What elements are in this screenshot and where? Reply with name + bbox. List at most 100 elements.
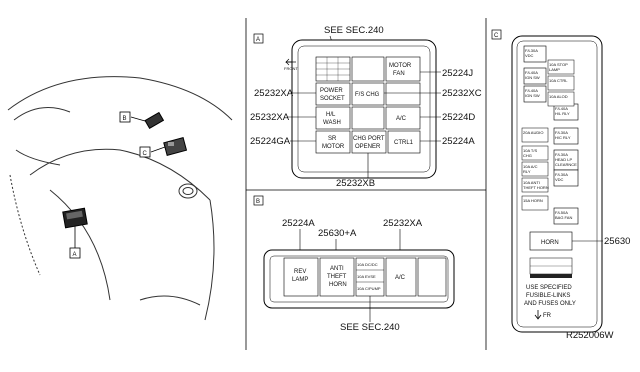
fusible-link-label: F/L50A: [555, 210, 568, 215]
fusible-link-label: H/L RLY: [555, 111, 570, 116]
relay-rev-lamp-l2: LAMP: [292, 277, 308, 283]
fog-lamp-inner: [182, 187, 194, 195]
relay-ac-b-l1: A/C: [395, 275, 406, 281]
fuse-cpump: 10A C/PUMP: [357, 286, 381, 291]
small-fuse: [547, 75, 575, 91]
small-fuse-label: 10A A/C: [523, 164, 538, 169]
fusible-link-label: HEAD LP: [555, 157, 572, 162]
wheel-arch: [9, 174, 41, 276]
fuse-puller: [530, 274, 572, 278]
fusible-link: [523, 67, 547, 85]
lower-line: [139, 295, 201, 306]
relay-anti-theft-l1: ANTI: [330, 266, 344, 272]
small-fuse: [521, 127, 549, 143]
relay-ctrl1-l1: CTRL1: [394, 140, 414, 146]
panel-a: A SEE SEC.240 FRONT MOTOR FAN POWER SOCK…: [250, 25, 482, 189]
fuse-block-b: [355, 257, 385, 297]
notice-l2: FUSIBLE-LINKS: [526, 293, 570, 299]
relay-hl-wash-l2: WASH: [323, 120, 341, 126]
fr-label: FR: [543, 313, 552, 319]
relay-hl-wash: [315, 106, 351, 130]
bumper-line: [29, 148, 211, 201]
notice-l1: USE SPECIFIED: [526, 285, 572, 291]
relay-anti-theft-l3: HORN: [329, 282, 347, 288]
fusible-link-label: H/C RLY: [555, 135, 571, 140]
callout-c: C: [139, 146, 151, 158]
hood-outline: [7, 76, 233, 121]
part-b-25630a: 25630+A: [318, 228, 357, 239]
relay-chg-port-l2: OPENER: [355, 144, 381, 150]
part-25232xc: 25232XC: [442, 88, 482, 99]
inner-line: [15, 149, 61, 166]
relay-sr-motor: [315, 130, 351, 154]
relay-blank-mid: [385, 82, 421, 106]
fusible-link: [523, 85, 547, 103]
fusible-link: [553, 207, 579, 225]
notice-l3: AND FUSES ONLY: [524, 301, 576, 307]
see-sec-top: SEE SEC.240: [324, 25, 384, 36]
fusible-link-label: BAG FAN: [555, 215, 572, 220]
panel-c-letter: C: [494, 33, 499, 39]
relay-power-socket: [315, 82, 351, 106]
panel-b-letter: B: [256, 199, 260, 205]
callout-b: B: [119, 111, 131, 123]
small-fuse-label: 20A AUDIO: [523, 130, 543, 135]
diagram-code: R252006W: [566, 330, 614, 341]
fusible-link: [523, 45, 547, 63]
fusible-link-label: F/L30A: [555, 172, 568, 177]
relay-rev-lamp: [283, 257, 319, 297]
small-fuse: [521, 177, 549, 193]
callout-b-label: B: [123, 116, 127, 122]
part-25630: 25630: [604, 236, 630, 247]
small-fuse: [547, 59, 575, 75]
relay-power-socket-l2: SOCKET: [320, 96, 345, 102]
fusible-link-label: F/L30A: [555, 130, 568, 135]
fusible-link-label: F/L40A: [555, 106, 568, 111]
fuse-dcdc: 10A DC/DC: [357, 262, 378, 267]
relay-sr-motor-l2: MOTOR: [322, 144, 345, 150]
small-fuse: [547, 91, 575, 107]
panel-b-letter-box: [253, 195, 264, 206]
fusible-link-label: IGN SW: [525, 75, 540, 80]
part-b-25224a: 25224A: [282, 218, 315, 229]
relay-power-socket-l1: POWER: [320, 88, 343, 94]
callout-a: A: [69, 247, 81, 259]
relay-chg-port-l1: CHG PORT: [353, 136, 385, 142]
relay-chg-port-opener: [351, 130, 387, 154]
panel-a-letter: A: [256, 37, 260, 43]
horn-relay-label: HORN: [541, 240, 559, 246]
part-b-25232xa: 25232XA: [383, 218, 423, 229]
overview-block-b: [130, 111, 165, 130]
fuse-evse: 10A EVSE: [357, 274, 376, 279]
small-fuse-label: LAMP: [549, 67, 560, 72]
overview-block-a: [62, 207, 88, 248]
fusible-link-label: F/L30A: [525, 48, 538, 53]
panel-c-letter-box: [491, 29, 502, 40]
fusible-link-label: F/L40A: [525, 88, 538, 93]
overview-block-c: [150, 137, 188, 156]
fusible-link-label: VDC: [525, 53, 534, 58]
part-25224d: 25224D: [442, 112, 475, 123]
part-25232xb: 25232XB: [336, 178, 375, 189]
panel-b: B 25224A 25630+A 25232XA REV LAMP ANTI T…: [253, 195, 455, 333]
small-fuse: [521, 161, 549, 177]
vehicle-overview: [7, 76, 233, 321]
relay-hl-wash-l1: H/L: [326, 112, 336, 118]
see-sec-bottom: SEE SEC.240: [340, 322, 400, 333]
fog-lamp: [178, 183, 198, 199]
fusible-link: [553, 169, 579, 187]
fusible-link-label: CLEARNCE: [555, 162, 577, 167]
fender-line: [13, 107, 71, 121]
part-25224j: 25224J: [442, 68, 473, 79]
relay-ac-l1: A/C: [396, 116, 407, 122]
small-fuse-label: 10A ANTI: [523, 180, 540, 185]
relay-blank-top: [351, 56, 385, 82]
front-edge-left: [49, 189, 111, 301]
small-fuse: [521, 145, 549, 161]
part-25232xa-2: 25232XA: [250, 112, 290, 123]
